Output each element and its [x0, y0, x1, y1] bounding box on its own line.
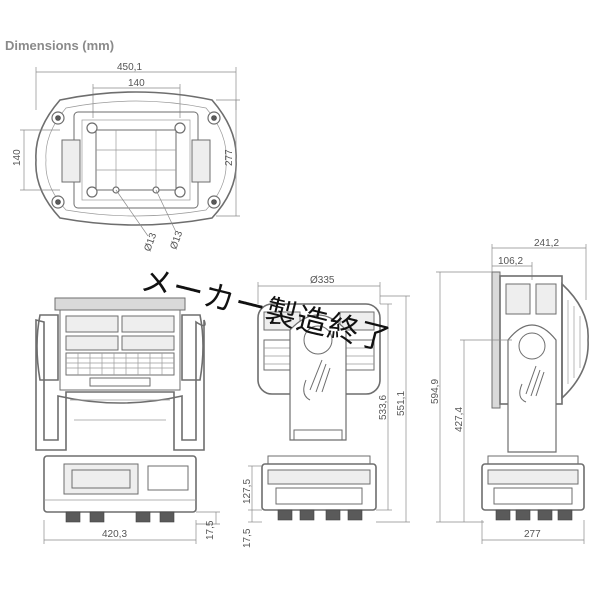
dim-top-inner-width: 140 — [128, 78, 145, 89]
dim-top-width: 450,1 — [117, 62, 142, 73]
side-view: Ø335 127,5 17,5 53 — [242, 275, 410, 548]
dim-side-height-b: 551,1 — [396, 391, 407, 416]
dim-right-total-height: 594,9 — [430, 379, 441, 404]
dim-top-right-height: 277 — [224, 149, 235, 166]
drawing-title: Dimensions (mm) — [5, 38, 114, 53]
front-vents — [65, 352, 175, 376]
dim-top-left-height: 140 — [12, 149, 23, 166]
dim-side-diameter: Ø335 — [310, 275, 335, 286]
dim-front-feet: 17,5 — [205, 520, 216, 540]
dim-side-feet: 17,5 — [242, 528, 253, 548]
front-view: 420,3 17,5 — [35, 297, 220, 544]
dim-hole-b: Ø13 — [168, 229, 185, 251]
dim-hole-a: Ø13 — [142, 231, 159, 253]
dim-side-height-a: 533,6 — [378, 395, 389, 420]
dim-front-width: 420,3 — [102, 529, 127, 540]
top-view: 450,1 140 140 — [12, 62, 240, 253]
dim-right-axis-height: 427,4 — [454, 407, 465, 432]
dim-right-top-width: 241,2 — [534, 238, 559, 249]
dim-side-base-height: 127,5 — [242, 479, 253, 504]
right-view: 241,2 106,2 594,9 427,4 — [430, 238, 589, 544]
dim-right-base-width: 277 — [524, 529, 541, 540]
dim-right-inner-width: 106,2 — [498, 256, 523, 267]
